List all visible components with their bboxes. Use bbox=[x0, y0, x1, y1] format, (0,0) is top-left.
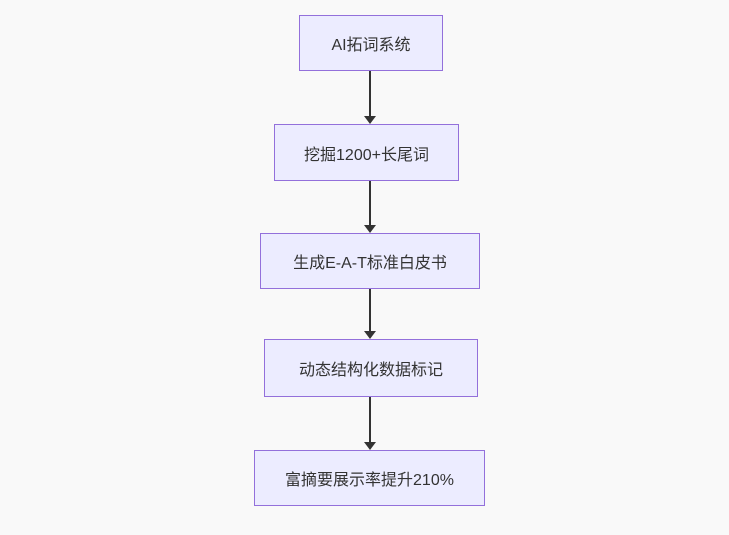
flowchart-node-step4: 动态结构化数据标记 bbox=[264, 339, 478, 397]
flowchart-node-step1: AI拓词系统 bbox=[299, 15, 443, 71]
flowchart-node-step2: 挖掘1200+长尾词 bbox=[274, 124, 459, 181]
arrow-down-icon bbox=[369, 397, 371, 442]
arrow-down-icon bbox=[369, 289, 371, 331]
flowchart-node-step3: 生成E-A-T标准白皮书 bbox=[260, 233, 480, 289]
node-label: 生成E-A-T标准白皮书 bbox=[293, 255, 447, 272]
arrow-down-icon bbox=[369, 71, 371, 116]
node-label: AI拓词系统 bbox=[331, 37, 411, 54]
flowchart-node-step5: 富摘要展示率提升210% bbox=[254, 450, 485, 506]
node-label: 富摘要展示率提升210% bbox=[285, 472, 454, 489]
node-label: 挖掘1200+长尾词 bbox=[304, 146, 429, 164]
arrow-down-icon bbox=[369, 181, 371, 225]
node-label: 动态结构化数据标记 bbox=[298, 362, 443, 379]
